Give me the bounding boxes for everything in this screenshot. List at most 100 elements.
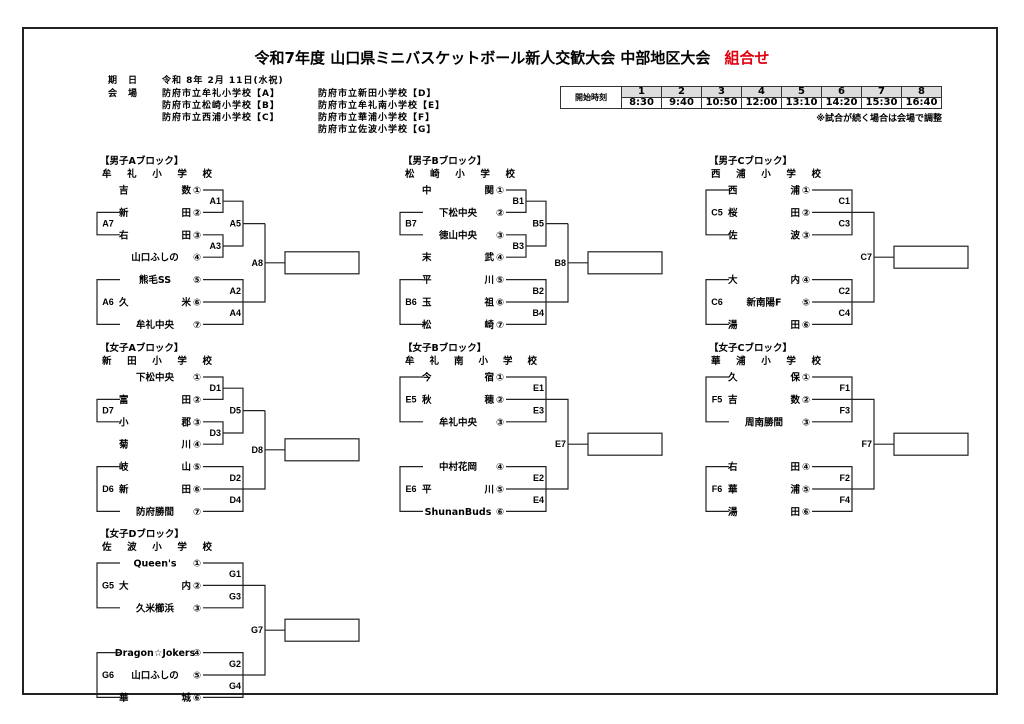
game-label: D6 [102, 484, 114, 494]
block-venue-school: 牟礼小学校 [102, 168, 212, 180]
team-name: 中関 [422, 185, 494, 197]
winner-box [587, 251, 663, 275]
team-name: 湯田 [728, 506, 800, 518]
game-label: B1 [512, 196, 524, 206]
team-name: 小郡 [118, 416, 191, 428]
page-frame [22, 27, 998, 695]
final-game-label: G7 [251, 625, 263, 635]
team-number: ⑤ [496, 275, 504, 286]
game-label: A7 [102, 219, 114, 229]
team-name: 岐山 [119, 461, 191, 473]
block-title: 【男子Aブロック】 [100, 155, 183, 167]
team-number: ① [193, 559, 201, 570]
team-number: ② [496, 208, 504, 219]
team-number: ④ [193, 440, 201, 451]
game-line [223, 387, 265, 434]
left-bracket [399, 376, 423, 423]
game-label: F3 [839, 406, 850, 416]
team-number: ③ [496, 417, 504, 428]
block-venue-school: 牟礼南小学校 [405, 355, 537, 367]
venue-b: 防府市立松崎小学校【B】 [162, 101, 280, 111]
team-name: 牟礼中央 [439, 416, 478, 428]
team-number: ② [496, 395, 504, 406]
game-label: C5 [711, 207, 723, 217]
block-title: 【女子Bブロック】 [403, 342, 486, 354]
final-game-label: F7 [861, 439, 872, 449]
team-name: 周南勝間 [745, 416, 783, 428]
game-label: C1 [838, 196, 850, 206]
slot-time: 16:40 [901, 97, 942, 109]
venue-g: 防府市立佐波小学校【G】 [318, 125, 437, 135]
team-number: ① [496, 373, 504, 384]
game-label: B4 [532, 308, 544, 318]
left-bracket [96, 279, 120, 325]
left-bracket [399, 279, 423, 325]
block-title: 【女子Dブロック】 [100, 528, 184, 540]
game-label: E3 [533, 406, 544, 416]
team-name: 平川 [422, 485, 494, 496]
team-name: 大内 [728, 274, 800, 286]
block-venue-school: 新田小学校 [102, 355, 212, 367]
date-value: 令和 8年 2月 11日(水祝) [162, 76, 284, 86]
game-label: D7 [102, 406, 114, 416]
team-name: 山口ふしの [131, 252, 179, 264]
slot-time: 9:40 [661, 97, 702, 109]
date-label: 期 日 [108, 76, 139, 86]
team-number: ③ [193, 417, 201, 428]
title-text: 令和7年度 山口県ミニバスケットボール新人交歓大会 中部地区大会 [254, 49, 711, 67]
game-label: A3 [209, 241, 221, 251]
game-line [506, 223, 569, 303]
block-title: 【男子Cブロック】 [709, 155, 792, 167]
team-name: 下松中央 [439, 207, 478, 219]
game-label: D2 [229, 473, 241, 483]
block-title: 【男子Bブロック】 [403, 155, 486, 167]
team-name: 佐波 [727, 229, 800, 241]
venue-d: 防府市立新田小学校【D】 [318, 89, 437, 99]
team-number: ⑤ [802, 298, 810, 309]
team-name: 久保 [728, 372, 800, 384]
left-bracket [399, 466, 423, 512]
team-name: 末武 [421, 252, 494, 264]
block-venue-school: 松崎小学校 [405, 168, 515, 180]
game-label: B2 [532, 286, 544, 296]
winner-box [284, 438, 360, 462]
game-label: D4 [229, 495, 241, 505]
game-label: A1 [209, 196, 221, 206]
game-label: B3 [512, 241, 524, 251]
game-line [203, 410, 266, 490]
game-label: C4 [838, 308, 850, 318]
team-number: ② [193, 581, 201, 592]
venue-c: 防府市立西浦小学校【C】 [162, 113, 280, 123]
left-bracket [705, 279, 729, 325]
left-bracket [96, 466, 120, 512]
team-number: ③ [496, 230, 504, 241]
team-number: ④ [193, 253, 201, 264]
team-number: ⑤ [193, 275, 201, 286]
team-name: 吉数 [119, 185, 191, 197]
team-number: ① [496, 186, 504, 197]
game-label: F1 [839, 383, 850, 393]
game-label: B7 [405, 219, 417, 229]
final-game-label: C7 [860, 252, 872, 262]
left-bracket [705, 189, 729, 236]
team-number: ⑦ [193, 320, 201, 331]
block-title: 【女子Aブロック】 [100, 342, 183, 354]
team-name: 新田 [119, 484, 191, 496]
left-bracket [96, 211, 120, 236]
left-bracket [96, 562, 120, 609]
team-number: ④ [193, 648, 201, 659]
team-name: 西浦 [728, 185, 800, 197]
block-title: 【女子Cブロック】 [709, 342, 792, 354]
game-label: G5 [102, 580, 114, 590]
game-label: E6 [405, 484, 416, 494]
block-venue-school: 西浦小学校 [711, 168, 821, 180]
team-name: 右田 [727, 461, 800, 473]
team-number: ⑤ [193, 671, 201, 682]
venue-a: 防府市立牟礼小学校【A】 [162, 89, 280, 99]
left-bracket [705, 466, 729, 512]
final-game-label: B8 [554, 258, 566, 268]
team-number: ④ [802, 275, 810, 286]
team-number: ⑥ [193, 298, 201, 309]
